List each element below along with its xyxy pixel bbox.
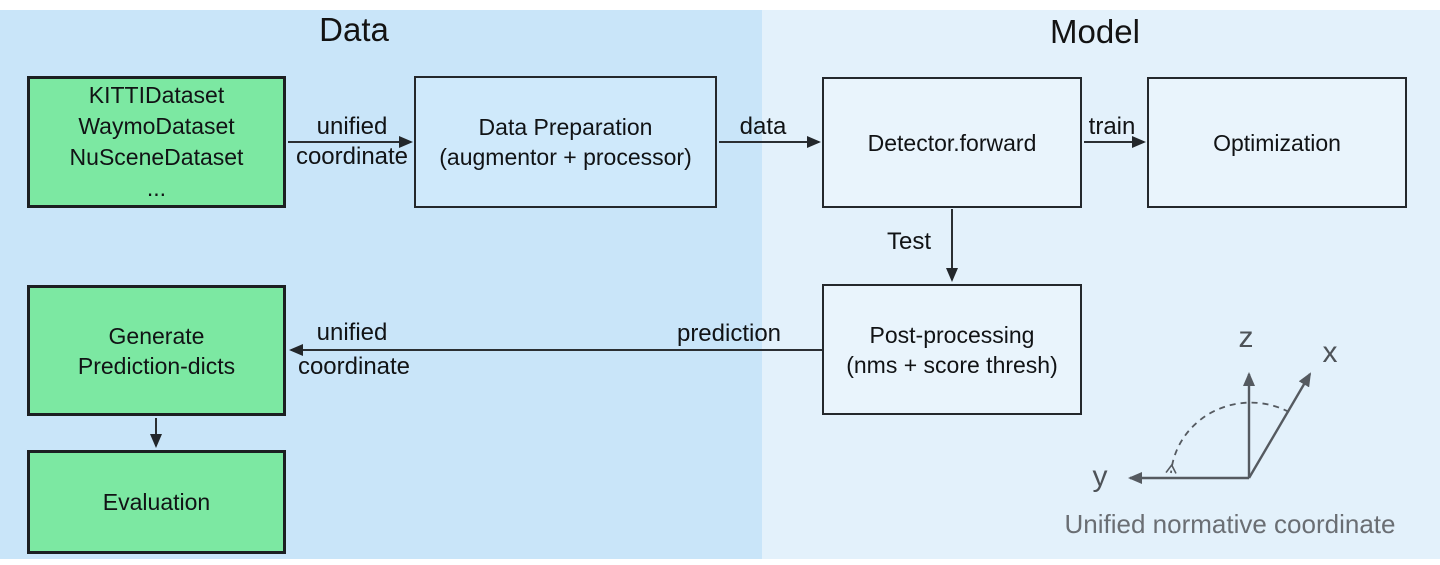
node-datasets-ellipsis: ... [146,175,167,201]
node-generate-prediction-dicts: Generate Prediction-dicts [27,285,286,416]
node-datasets: KITTIDataset WaymoDataset NuSceneDataset… [27,76,286,208]
node-generate-line2: Prediction-dicts [77,352,236,379]
node-datasets-line2: WaymoDataset [78,113,235,139]
edge-label-test: Test [886,228,931,255]
node-data-preparation: Data Preparation (augmentor + processor) [414,76,717,208]
node-evaluation-label: Evaluation [102,489,211,515]
node-datasets-line1: KITTIDataset [88,82,225,108]
edge-label-data: data [739,113,787,140]
edge-label-prediction: prediction [676,320,782,347]
node-post-processing-title: Post-processing [869,321,1035,348]
node-post-processing: Post-processing (nms + score thresh) [822,284,1082,415]
node-generate-line1: Generate [108,322,205,349]
coordinate-diagram-caption: Unified normative coordinate [1064,509,1396,539]
edge-label-unified-coordinate-bottom-line2: coordinate [297,353,411,380]
node-optimization-label: Optimization [1213,129,1341,156]
edge-label-unified-coordinate-top-line1: unified [316,113,388,140]
node-detector-forward-label: Detector.forward [867,129,1037,156]
node-post-processing-detail: (nms + score thresh) [846,351,1058,378]
edge-label-train: train [1088,113,1136,140]
edge-label-unified-coordinate-top-line2: coordinate [295,143,409,170]
node-data-preparation-detail: (augmentor + processor) [439,144,692,170]
data-section-title: Data [319,11,389,48]
x-axis-label: x [1322,336,1338,369]
node-evaluation: Evaluation [27,450,286,554]
node-optimization: Optimization [1147,77,1407,208]
edge-label-unified-coordinate-bottom-line1: unified [316,319,388,346]
z-axis-label: z [1238,321,1254,354]
node-datasets-line3: NuSceneDataset [69,144,244,170]
y-axis-label: y [1092,460,1108,493]
node-detector-forward: Detector.forward [822,77,1082,208]
model-section-title: Model [1050,13,1140,50]
node-data-preparation-title: Data Preparation [478,114,653,140]
